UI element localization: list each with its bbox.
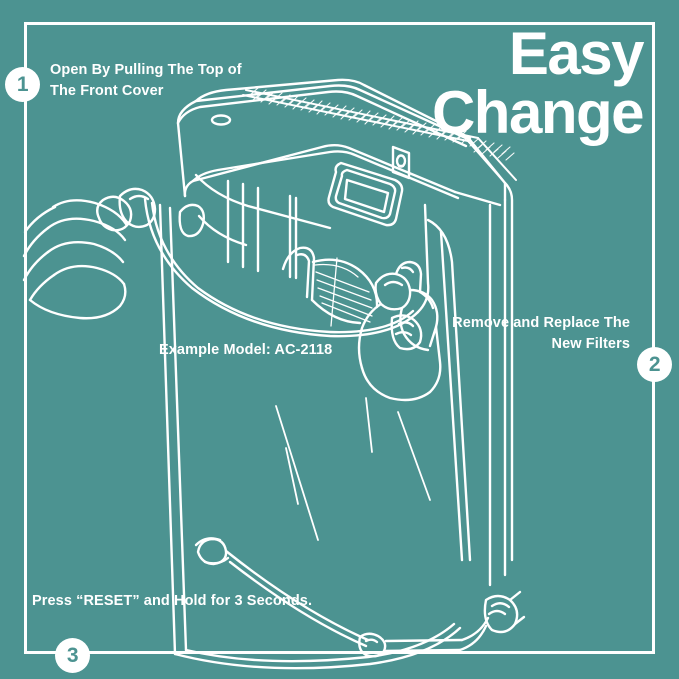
headline-line-2: Change bbox=[431, 78, 645, 146]
step-text-3: Press “RESET” and Hold for 3 Seconds. bbox=[32, 593, 313, 609]
step-badge-3: 3 bbox=[55, 638, 90, 673]
model-caption: Example Model: AC-2118 bbox=[159, 342, 333, 358]
headline-line-1: Easy bbox=[508, 20, 645, 87]
page-title: Easy Change bbox=[193, 20, 645, 146]
step-badge-1: 1 bbox=[5, 67, 40, 102]
step-text-2: Remove and Replace The New Filters bbox=[452, 315, 630, 352]
step-text-1: Open By Pulling The Top of The Front Cov… bbox=[50, 62, 242, 99]
step-badge-2: 2 bbox=[637, 347, 672, 382]
